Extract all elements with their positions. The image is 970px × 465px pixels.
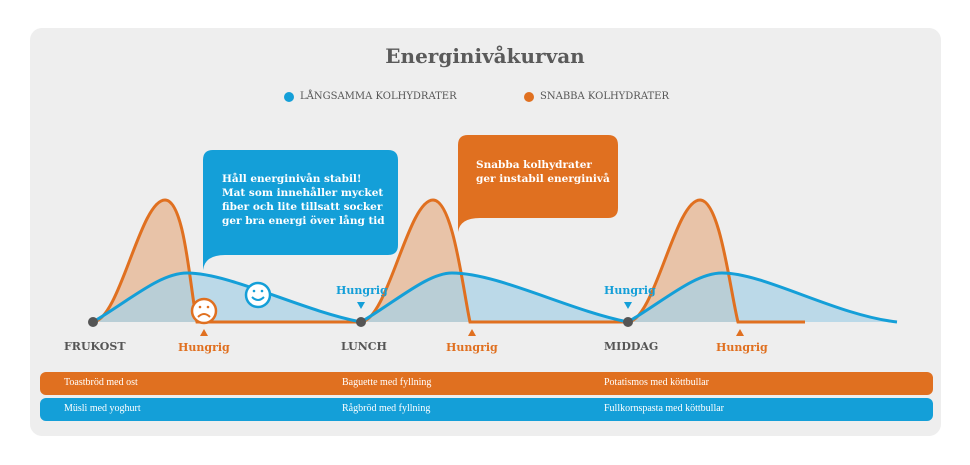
slow-carb-area <box>93 273 361 322</box>
legend-fast: SNABBA KOLHYDRATER <box>524 91 669 102</box>
hungry-marker-icon <box>736 329 744 336</box>
bubble-fast: Snabba kolhydrater ger instabil energini… <box>476 158 610 186</box>
page-title: Energinivåkurvan <box>385 44 585 68</box>
bubble-line: Mat som innehåller mycket <box>222 187 384 199</box>
slow-carb-line <box>92 271 362 324</box>
hungry-marker-icon <box>624 302 632 309</box>
bubble-line: Håll energinivån stabil! <box>222 173 362 185</box>
hungry-marker-icon <box>357 302 365 309</box>
meal-point <box>623 317 633 327</box>
hungry-label-fast: Hungrig <box>446 341 498 354</box>
meal-label-dinner: MIDDAG <box>604 340 659 353</box>
hungry-marker-icon <box>468 329 476 336</box>
bubble-line: Snabba kolhydrater <box>476 159 592 171</box>
meal-point <box>88 317 98 327</box>
legend-label: LÅNGSAMMA KOLHYDRATER <box>300 91 457 102</box>
food-item: Baguette med fyllning <box>342 377 432 388</box>
bubble-slow-shape <box>203 150 398 270</box>
curve-group-lunch <box>360 198 629 324</box>
bubble-line: ger instabil energinivå <box>476 173 610 185</box>
legend-dot-blue <box>284 91 294 102</box>
bubble-line: ger bra energi över lång tid <box>222 215 385 227</box>
meal-point <box>356 317 366 327</box>
fast-food-row: Toastbröd med ost Baguette med fyllning … <box>40 372 933 395</box>
legend-dot-orange <box>524 91 534 102</box>
hungry-marker-icon <box>200 329 208 336</box>
slow-food-row: Müsli med yoghurt Rågbröd med fyllning F… <box>40 398 933 421</box>
happy-face-icon <box>244 281 272 309</box>
curve-group-dinner <box>627 198 898 324</box>
food-item: Müsli med yoghurt <box>64 403 141 414</box>
food-item: Rågbröd med fyllning <box>342 403 431 414</box>
food-item: Potatismos med köttbullar <box>604 377 709 388</box>
sad-face-icon <box>190 297 218 325</box>
hungry-label-fast: Hungrig <box>716 341 768 354</box>
bubble-line: fiber och lite tillsatt socker <box>222 201 383 213</box>
hungry-label-slow: Hungrig <box>336 284 388 297</box>
legend-slow: LÅNGSAMMA KOLHYDRATER <box>284 91 457 102</box>
meal-label-lunch: LUNCH <box>341 340 387 353</box>
curve-group-breakfast <box>92 198 362 324</box>
food-item: Toastbröd med ost <box>64 377 138 388</box>
fast-carb-line <box>92 198 361 324</box>
bubble-fast-shape <box>458 135 618 232</box>
legend-label: SNABBA KOLHYDRATER <box>540 91 670 102</box>
food-item: Fullkornspasta med köttbullar <box>604 403 724 414</box>
meal-label-breakfast: FRUKOST <box>64 340 126 353</box>
hungry-label-fast: Hungrig <box>178 341 230 354</box>
bubble-slow: Håll energinivån stabil! Mat som innehål… <box>222 172 385 228</box>
hungry-label-slow: Hungrig <box>604 284 656 297</box>
